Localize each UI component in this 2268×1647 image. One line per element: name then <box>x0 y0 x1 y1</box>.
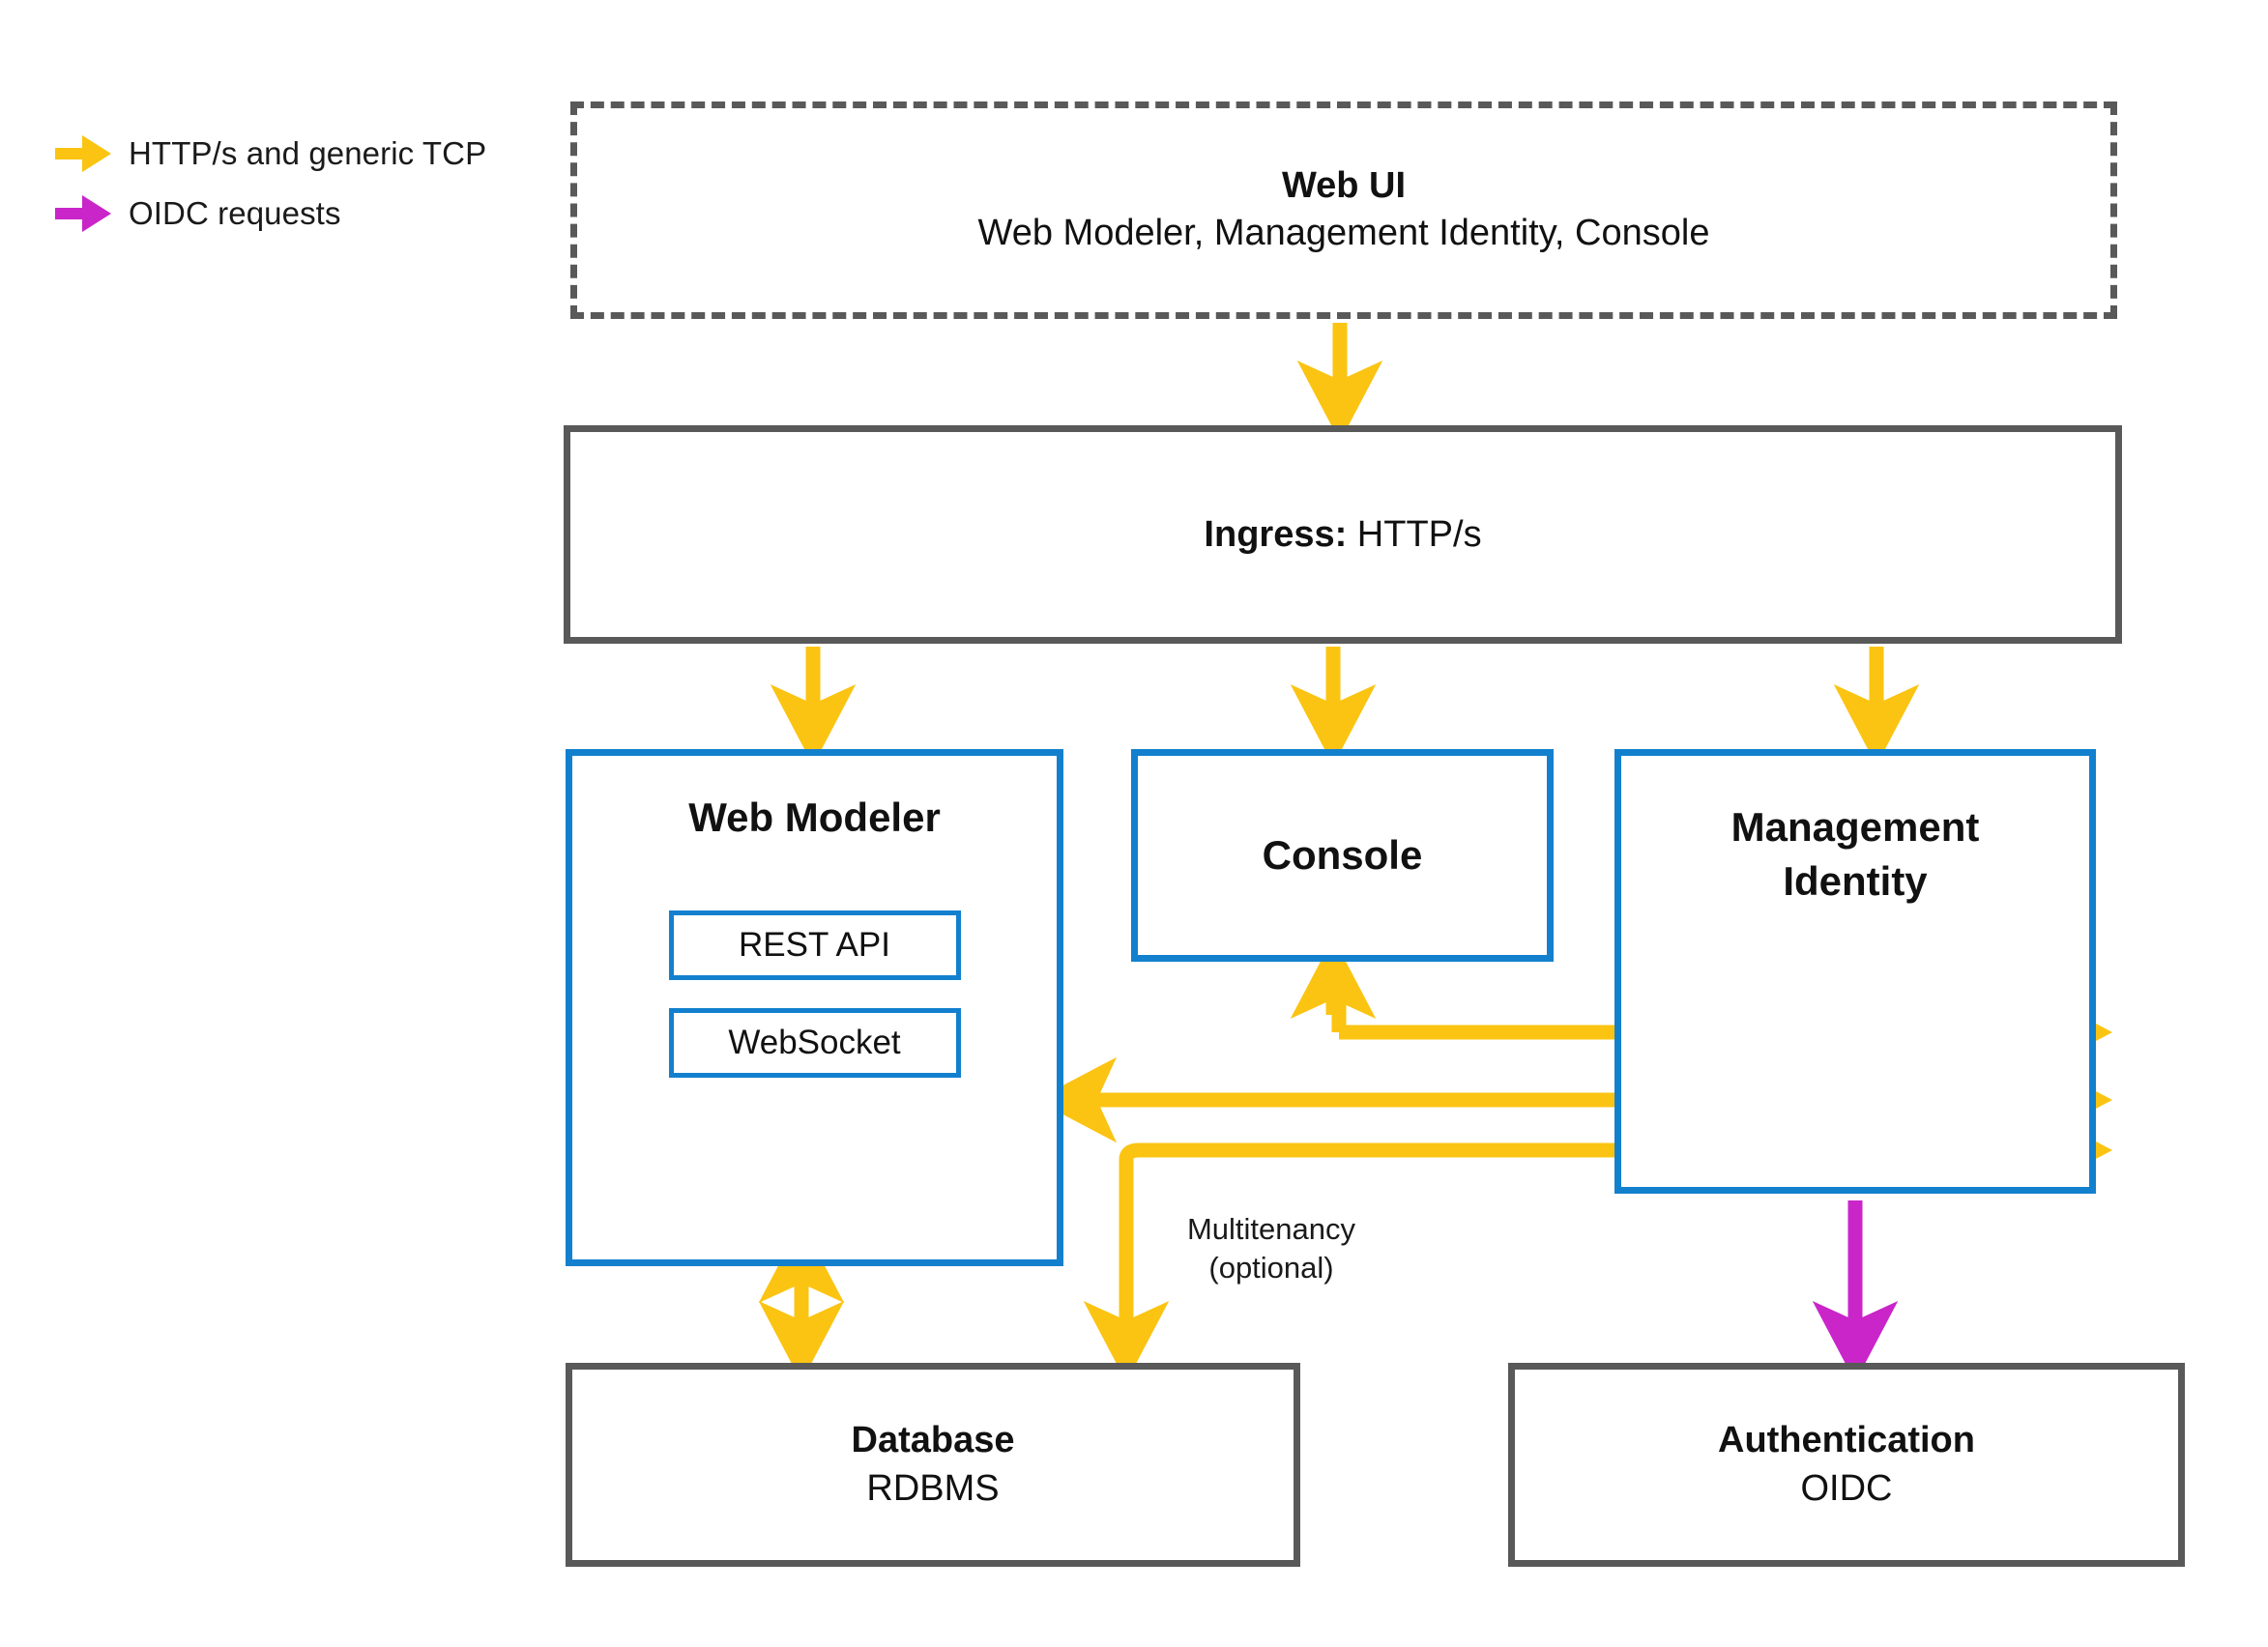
web-modeler-title: Web Modeler <box>688 795 941 840</box>
multitenancy-line-1: Multitenancy <box>1186 1212 1356 1246</box>
node-ingress: Ingress: HTTP/s <box>564 425 2122 644</box>
authentication-title: Authentication <box>1718 1420 1975 1461</box>
legend: HTTP/s and generic TCP OIDC requests <box>53 124 556 244</box>
node-web-ui: Web UI Web Modeler, Management Identity,… <box>570 101 2117 319</box>
edge-console-mgmtidentity-elbow <box>1325 973 1347 1032</box>
rest-api-label: REST API <box>739 926 890 964</box>
authentication-subtitle: OIDC <box>1800 1467 1893 1509</box>
node-authentication: Authentication OIDC <box>1508 1363 2185 1567</box>
node-console: Console <box>1131 749 1554 962</box>
arrow-right-icon <box>55 135 111 172</box>
web-ui-subtitle: Web Modeler, Management Identity, Consol… <box>977 212 1710 253</box>
subcomponent-rest-api: REST API <box>668 910 961 980</box>
legend-item-http: HTTP/s and generic TCP <box>53 124 556 184</box>
multitenancy-line-2: (optional) <box>1208 1250 1334 1285</box>
arrow-right-icon <box>55 195 111 232</box>
subcomponent-websocket: WebSocket <box>668 1008 961 1078</box>
legend-label-http: HTTP/s and generic TCP <box>129 135 487 171</box>
database-title: Database <box>851 1420 1015 1461</box>
multitenancy-edge-label: Multitenancy (optional) <box>1146 1210 1397 1286</box>
console-title: Console <box>1262 832 1423 878</box>
ingress-label: Ingress: HTTP/s <box>1204 514 1481 556</box>
websocket-label: WebSocket <box>728 1024 901 1061</box>
legend-label-oidc: OIDC requests <box>129 195 341 231</box>
ingress-label-rest: HTTP/s <box>1347 513 1482 555</box>
node-database: Database RDBMS <box>566 1363 1300 1567</box>
web-ui-title: Web UI <box>1281 165 1407 207</box>
legend-item-oidc: OIDC requests <box>53 184 556 244</box>
database-subtitle: RDBMS <box>866 1467 1000 1509</box>
ingress-label-bold: Ingress: <box>1204 513 1348 555</box>
node-web-modeler: Web Modeler REST API WebSocket <box>566 749 1063 1266</box>
